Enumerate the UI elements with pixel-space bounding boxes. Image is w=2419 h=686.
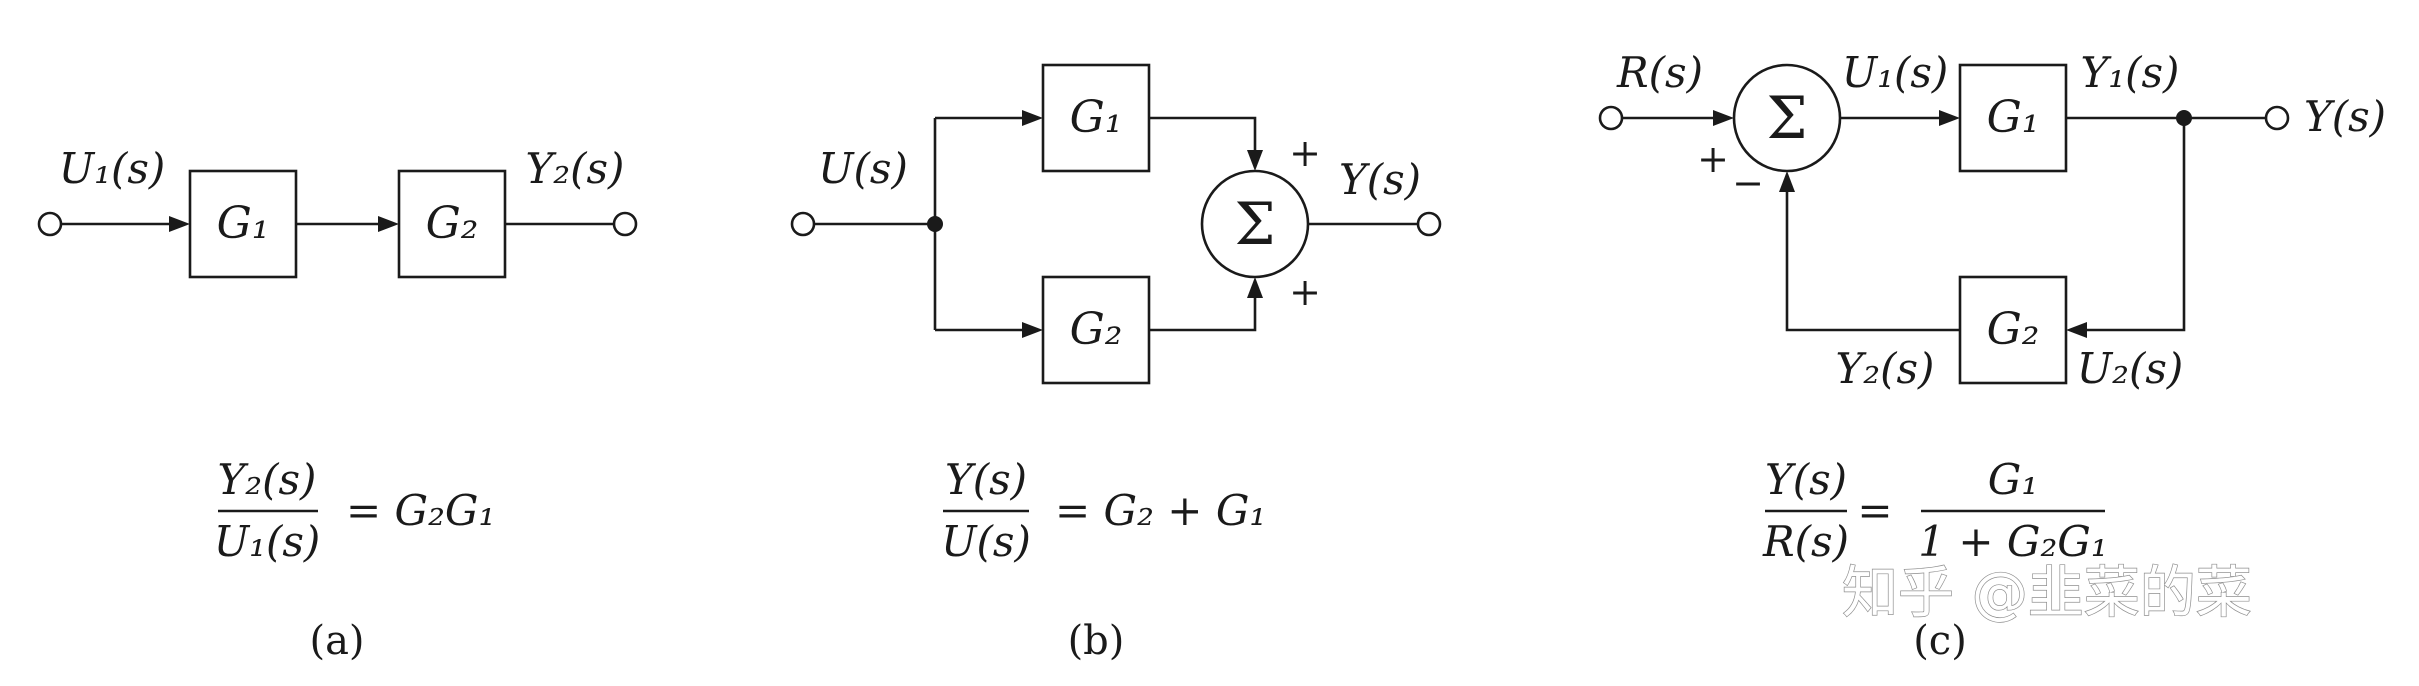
- arrowhead: [1247, 277, 1263, 298]
- output-label: Y(s): [2304, 92, 2386, 141]
- input-label: U₁(s): [59, 144, 166, 193]
- sigma-symbol: Σ: [1766, 84, 1807, 152]
- equals-sign: =: [1857, 486, 1892, 535]
- block-g1-label: G₁: [1070, 92, 1123, 143]
- equation-rhs: = G₂G₁: [346, 486, 495, 535]
- equation-numerator: Y(s): [1765, 455, 1847, 504]
- rhs-numerator: G₁: [1988, 455, 2038, 504]
- sign-plus: +: [1697, 137, 1729, 181]
- diagram-a-series: G₁ G₂ U₁(s) Y₂(s) Y₂(s) U₁(s) = G₂G₁ (a): [37, 144, 638, 664]
- signal-y1-label: Y₁(s): [2081, 48, 2180, 97]
- input-terminal: [37, 211, 63, 237]
- block-g2-label: G₂: [1070, 304, 1123, 355]
- feedback-line: [2085, 118, 2186, 332]
- signal-line: [1149, 296, 1257, 332]
- block-g2-label: G₂: [426, 198, 479, 249]
- caption: (c): [1913, 618, 1967, 664]
- arrowhead: [2066, 322, 2087, 338]
- arrowhead: [169, 216, 190, 232]
- output-terminal: [2264, 105, 2290, 131]
- caption: (a): [309, 618, 364, 664]
- equation-rhs: = G₂ + G₁: [1055, 486, 1266, 535]
- input-label: U(s): [818, 144, 908, 193]
- watermark: 知乎 @韭菜的菜: [1842, 561, 2252, 626]
- block-g1: [1958, 63, 2068, 173]
- equation-numerator: Y₂(s): [218, 455, 317, 504]
- equation-denominator: U(s): [941, 517, 1031, 566]
- caption: (b): [1068, 618, 1125, 664]
- signal-line: [1149, 116, 1257, 152]
- input-label: R(s): [1616, 48, 1703, 97]
- signal-y2-label: Y₂(s): [1836, 344, 1935, 393]
- output-label: Y₂(s): [526, 144, 625, 193]
- feedback-line: [1785, 190, 1960, 332]
- output-label: Y(s): [1339, 155, 1421, 204]
- signal-u2-label: U₂(s): [2077, 344, 2184, 393]
- output-terminal: [612, 211, 638, 237]
- diagram-c-feedback: Σ G₁ G₂ R(s) + − U₁(s) Y₁(s) Y(s) Y₂(s) …: [1598, 48, 2386, 664]
- equation-numerator: Y(s): [945, 455, 1027, 504]
- sign-plus-bottom: +: [1289, 270, 1321, 314]
- equation-denominator: R(s): [1762, 517, 1849, 566]
- input-terminal: [790, 211, 816, 237]
- arrowhead: [1022, 110, 1043, 126]
- signal-u1-label: U₁(s): [1842, 48, 1949, 97]
- block-g1-label: G₁: [1987, 92, 2040, 143]
- arrowhead: [1247, 150, 1263, 171]
- sigma-symbol: Σ: [1234, 190, 1275, 258]
- input-terminal: [1598, 105, 1624, 131]
- rhs-denominator: 1 + G₂G₁: [1918, 517, 2107, 566]
- sign-plus-top: +: [1289, 131, 1321, 175]
- equation-denominator: U₁(s): [214, 517, 321, 566]
- arrowhead: [1022, 322, 1043, 338]
- arrowhead: [378, 216, 399, 232]
- arrowhead: [1713, 110, 1734, 126]
- output-terminal: [1416, 211, 1442, 237]
- block-g2-label: G₂: [1987, 304, 2040, 355]
- block-g2: [397, 169, 507, 279]
- sign-minus: −: [1732, 161, 1764, 205]
- arrowhead: [1939, 110, 1960, 126]
- diagram-b-parallel: G₁ G₂ Σ + + U(s) Y(s) Y(s) U(s) = G₂ + G…: [790, 63, 1442, 664]
- block-g1-label: G₁: [217, 198, 270, 249]
- arrowhead: [1779, 171, 1795, 192]
